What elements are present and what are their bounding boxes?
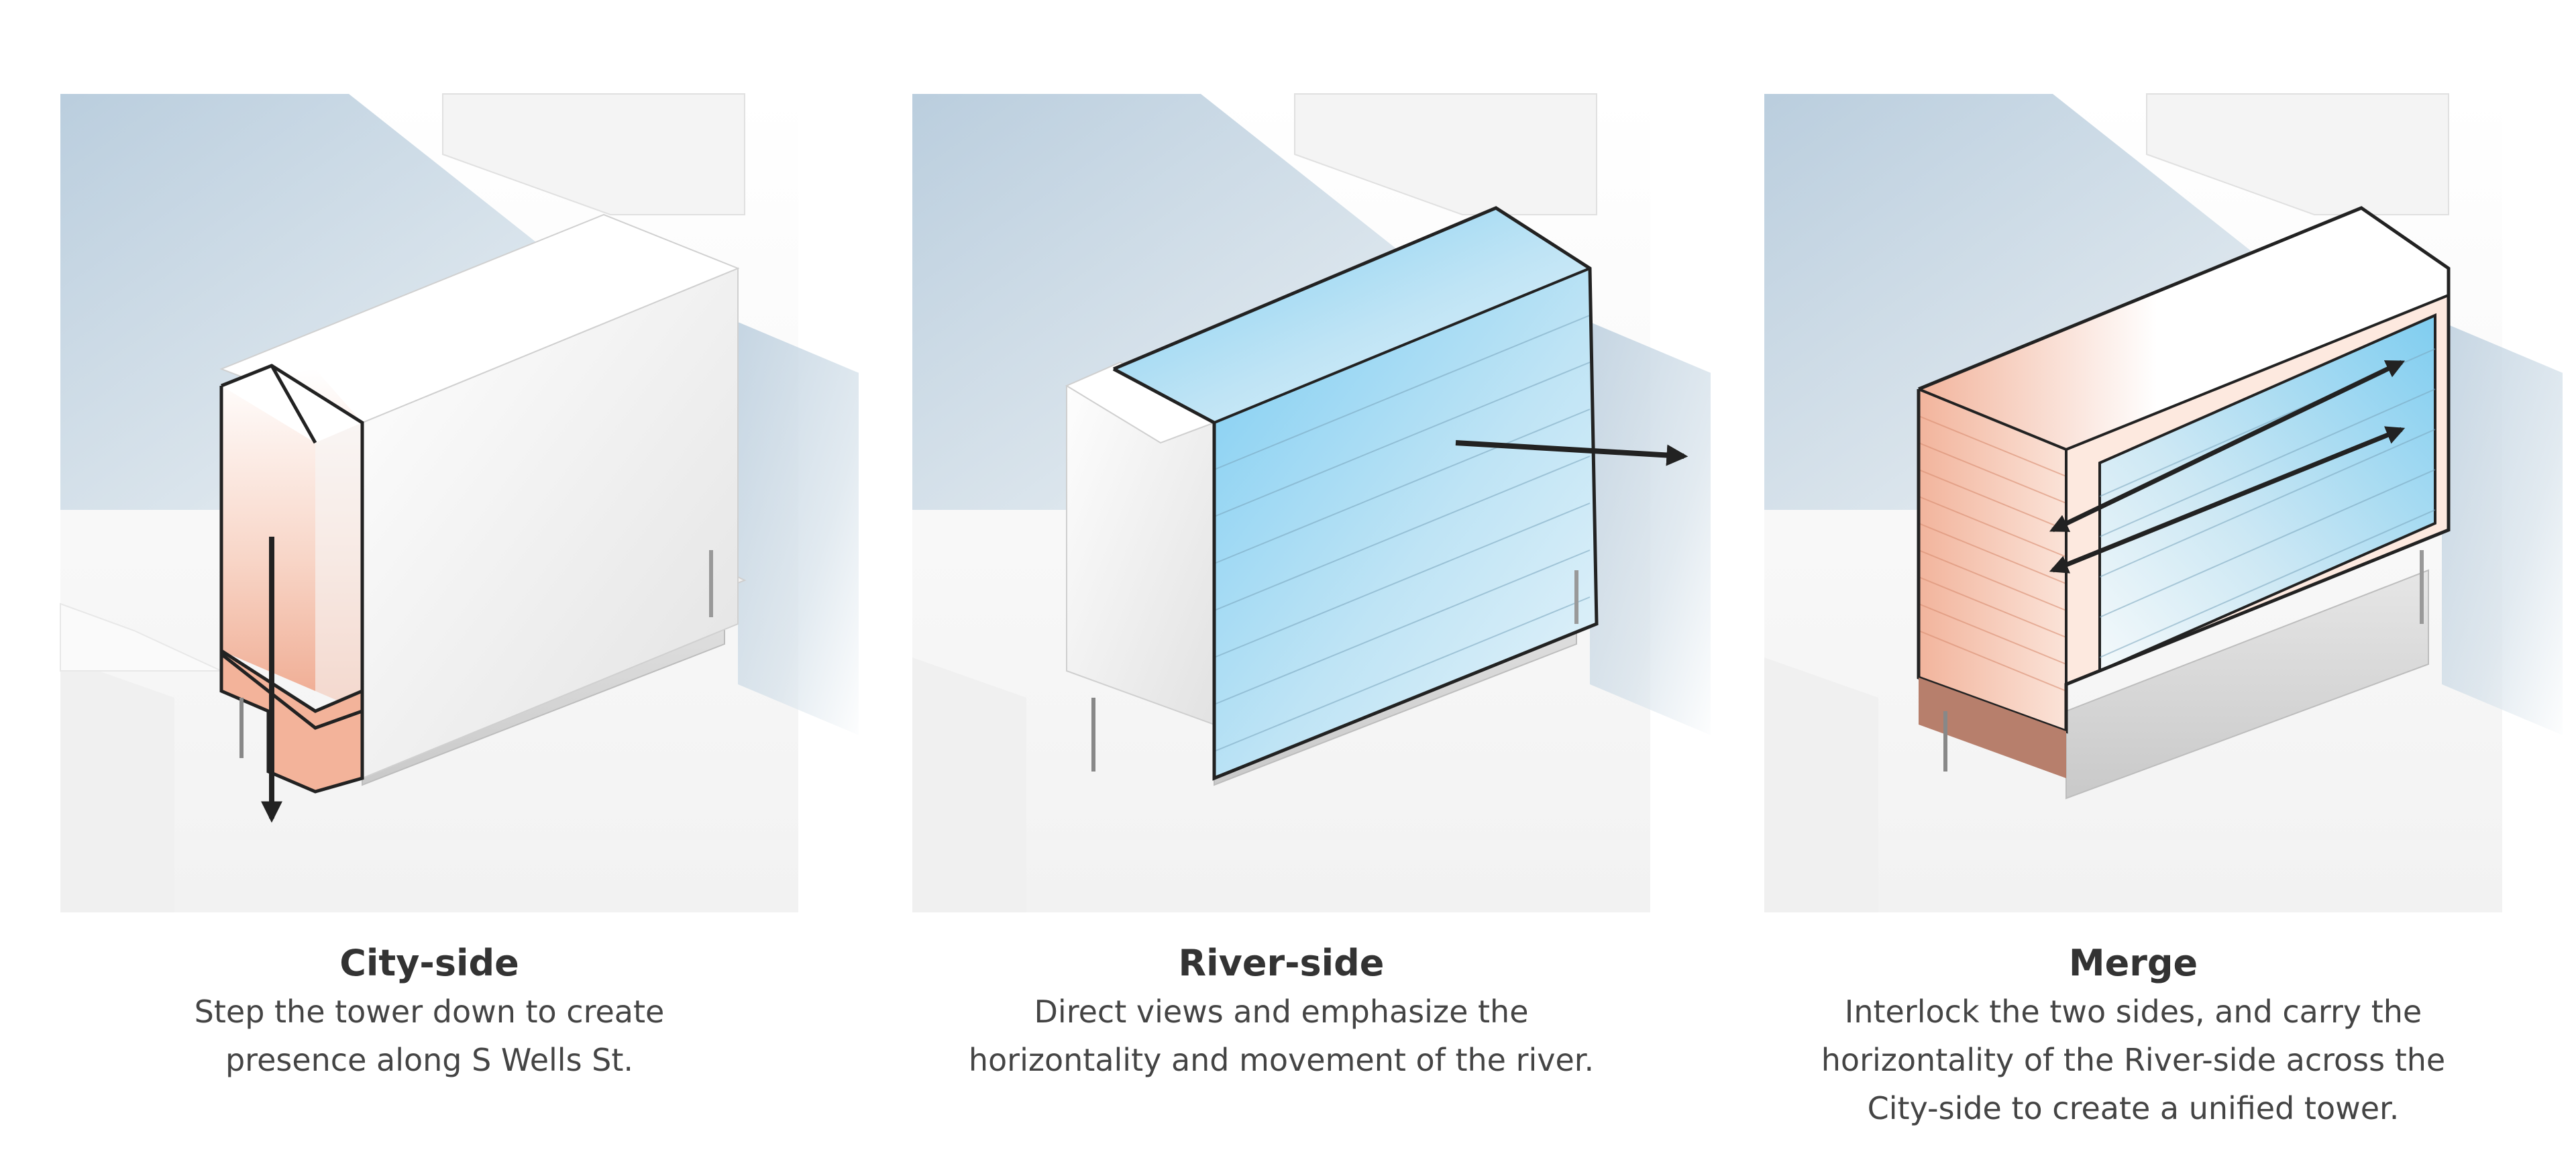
caption-text: Step the tower down to create presence a… [0,988,859,1084]
caption-line: Step the tower down to create [194,994,665,1030]
caption-line: horizontality and movement of the river. [968,1042,1595,1078]
merge-illustration [1764,93,2563,912]
merged-base [1919,678,2066,778]
panel-river-side: River-side Direct views and emphasize th… [852,0,1711,1168]
city-side-step [219,647,364,794]
river-water-east [2442,322,2563,735]
panel-city-side: City-side Step the tower down to create … [0,0,859,1168]
caption-title: City-side [339,942,519,984]
river-water-east [738,322,859,735]
background-building [2146,93,2449,215]
river-side-roof [1114,208,1590,423]
city-side-corner [270,364,317,444]
caption-river-side: River-side Direct views and emphasize th… [852,939,1711,1084]
caption-title: River-side [1178,942,1385,984]
city-side-illustration [60,93,859,912]
river-side-facade [1214,268,1597,778]
foreground-building [60,657,174,912]
merged-edge [1918,388,2067,451]
caption-title: Merge [2068,942,2198,984]
caption-text: Interlock the two sides, and carry the h… [1704,988,2563,1132]
panel-merge: Merge Interlock the two sides, and carry… [1704,0,2563,1168]
city-face-horizontal-lines [1918,415,2067,692]
caption-line: City-side to create a unified tower. [1867,1090,2400,1126]
caption-line: presence along S Wells St. [225,1042,634,1078]
arrow-right-icon [1455,440,1688,466]
city-side-edge [315,423,362,728]
foreground-building [912,657,1026,912]
merged-outline [1917,206,2451,734]
caption-city-side: City-side Step the tower down to create … [0,939,859,1084]
foreground-building [1764,657,1878,912]
facade-pattern [1214,315,1591,752]
caption-merge: Merge Interlock the two sides, and carry… [1704,939,2563,1132]
caption-line: Interlock the two sides, and carry the [1844,994,2422,1030]
caption-text: Direct views and emphasize the horizonta… [852,988,1711,1084]
caption-line: Direct views and emphasize the [1034,994,1529,1030]
river-side-illustration [912,93,1711,912]
background-building [1294,93,1597,215]
caption-line: horizontality of the River-side across t… [1821,1042,2446,1078]
river-side-edge [1214,267,1591,424]
background-building [442,93,745,215]
river-water-east [1590,322,1711,735]
double-arrow-icon [2049,426,2406,574]
